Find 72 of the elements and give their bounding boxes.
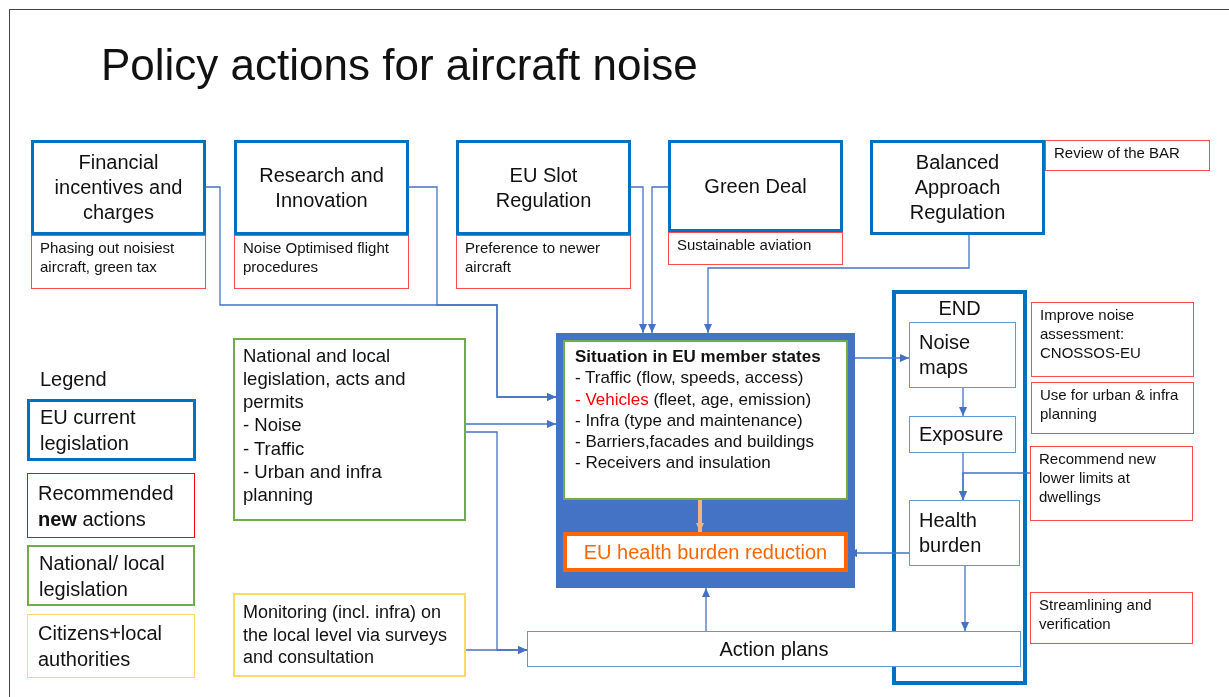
box-text: Review of the BAR xyxy=(1054,144,1181,163)
box-text: Monitoring (incl. infra) on the local level via surveys and consultation xyxy=(243,601,449,669)
legislation-box xyxy=(668,140,843,232)
box-text: Recommend new lower limits at dwellings xyxy=(1039,450,1157,507)
box-text: Use for urban & infra planning xyxy=(1040,386,1180,424)
list-item: - Traffic xyxy=(243,436,306,460)
connector-arrow xyxy=(696,500,704,532)
box-text: Exposure xyxy=(919,422,1005,447)
box-text: Financial incentives and charges xyxy=(53,150,184,225)
situation-box xyxy=(563,340,848,500)
box-text: Phasing out noisiest aircraft, green tax xyxy=(40,239,176,277)
box-text: Action plans xyxy=(718,636,830,662)
box-text: Sustainable aviation xyxy=(677,236,813,255)
recommendation-box xyxy=(1030,446,1193,521)
legend-text: Recommended new actions xyxy=(38,480,175,532)
legislation-box xyxy=(233,338,466,521)
recommendation-box xyxy=(456,235,631,289)
list-item: - Vehicles (fleet, age, emission) xyxy=(575,388,813,410)
connector-arrow xyxy=(704,234,970,334)
box-text: Preference to newer aircraft xyxy=(465,239,602,277)
box-text: EU health burden reduction xyxy=(582,539,829,565)
connector-arrow xyxy=(648,186,669,334)
legend-text: Citizens+local authorities xyxy=(38,621,163,672)
goal-box xyxy=(563,532,848,572)
legend-text: National/ local legislation xyxy=(39,550,166,602)
box-text: Balanced Approach Regulation xyxy=(908,150,1007,225)
box-text: Streamlining and verification xyxy=(1039,596,1153,634)
box-text: Research and Innovation xyxy=(258,162,385,213)
recommendation-box xyxy=(1031,302,1194,377)
connector-arrow xyxy=(702,587,710,632)
recommendation-box xyxy=(1045,140,1210,171)
list-item: - Urban and infra planning xyxy=(243,459,383,506)
process-box xyxy=(909,322,1016,388)
process-box xyxy=(527,631,1021,667)
legislation-box xyxy=(234,140,409,235)
recommendation-box xyxy=(1031,382,1194,434)
legislation-box xyxy=(31,140,206,235)
connector-arrow xyxy=(959,387,967,417)
recommendation-box xyxy=(668,232,843,265)
legislation-box xyxy=(870,140,1045,235)
connector-arrow xyxy=(465,420,557,428)
list-item: - Infra (type and maintenance) xyxy=(575,409,804,431)
list-item: - Noise xyxy=(243,413,303,437)
recommendation-box xyxy=(31,235,206,289)
process-box xyxy=(909,416,1016,453)
box-text: Noise maps xyxy=(919,330,972,380)
connector-arrow xyxy=(465,646,528,654)
list-item: - Barriers,facades and buildings xyxy=(575,431,816,453)
box-text: Noise Optimised flight procedures xyxy=(243,239,390,277)
process-box xyxy=(909,500,1020,566)
list-item: - Traffic (flow, speeds, access) xyxy=(575,367,805,389)
connector-arrow xyxy=(961,565,969,632)
connector-arrow xyxy=(630,186,647,334)
box-text: EU Slot Regulation xyxy=(494,162,593,213)
box-text: Improve noise assessment: CNOSSOS-EU xyxy=(1040,306,1142,363)
legislation-box xyxy=(456,140,631,235)
diagram-title: Policy actions for aircraft noise xyxy=(101,40,698,90)
legend-heading: Legend xyxy=(40,368,107,391)
box-heading: Situation in EU member states xyxy=(575,346,822,368)
legend-text: EU current legislation xyxy=(40,405,137,456)
box-text: END xyxy=(937,296,982,321)
recommendation-box xyxy=(1030,592,1193,644)
box-text: Health burden xyxy=(919,508,983,558)
situation-panel xyxy=(556,333,855,588)
monitoring-box xyxy=(233,593,466,677)
directive-box xyxy=(892,290,1027,685)
box-text: Green Deal xyxy=(703,173,808,199)
list-item: - Receivers and insulation xyxy=(575,452,772,474)
connector-arrow xyxy=(959,472,1031,501)
recommendation-box xyxy=(234,235,409,289)
connector-arrow xyxy=(408,186,557,401)
box-text: National and local legislation, acts and permits xyxy=(243,344,407,414)
